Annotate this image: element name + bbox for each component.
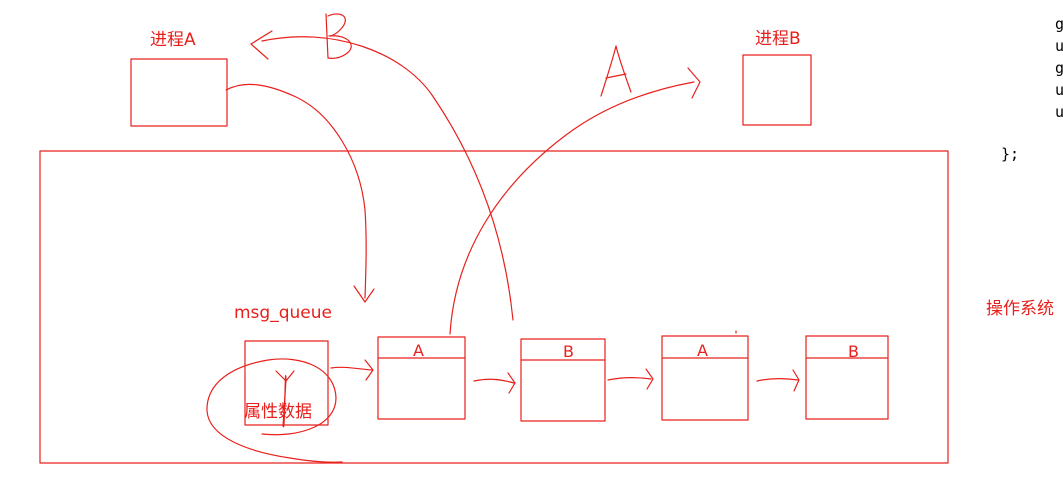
arrow-queue-to-node1 xyxy=(330,359,374,381)
process-a-label: 进程A xyxy=(150,30,196,50)
arrow-node-b-to-process-a xyxy=(250,30,514,321)
process-b-box xyxy=(742,54,812,126)
queue-node-1 xyxy=(377,336,466,420)
os-label: 操作系统 xyxy=(986,299,1054,319)
code-line-4: u xyxy=(1055,81,1063,99)
msg-queue-label: msg_queue xyxy=(234,303,332,323)
arrow-node3-to-node4 xyxy=(756,369,800,392)
code-line-5: u xyxy=(1055,103,1063,121)
node-4-tag: B xyxy=(848,342,859,361)
arrow-queue-to-attributes xyxy=(275,370,295,428)
msg-queue-box xyxy=(244,340,329,426)
node-2-tag: B xyxy=(563,342,574,361)
code-closing-brace: }; xyxy=(1001,145,1020,163)
handwritten-a-mark xyxy=(600,45,632,97)
handwritten-b-mark xyxy=(325,13,352,59)
process-b-label: 进程B xyxy=(755,29,801,49)
code-line-3: g xyxy=(1055,59,1063,77)
queue-node-2 xyxy=(520,338,606,422)
arrow-node-a-to-process-b xyxy=(449,67,701,335)
node-3-tag: A xyxy=(697,341,708,360)
node-1-tag: A xyxy=(413,341,424,360)
attributes-label: 属性数据 xyxy=(244,402,312,422)
os-boundary-box xyxy=(39,150,949,464)
process-a-box xyxy=(130,58,228,127)
queue-node-3 xyxy=(661,335,749,421)
arrow-process-a-to-queue xyxy=(225,83,375,303)
arrow-node2-to-node3 xyxy=(607,368,654,390)
code-line-1: g xyxy=(1055,15,1063,33)
arrow-node1-to-node2 xyxy=(473,372,516,394)
queue-node-4 xyxy=(805,335,889,420)
attributes-circle xyxy=(206,358,343,463)
code-line-2: u xyxy=(1055,37,1063,55)
